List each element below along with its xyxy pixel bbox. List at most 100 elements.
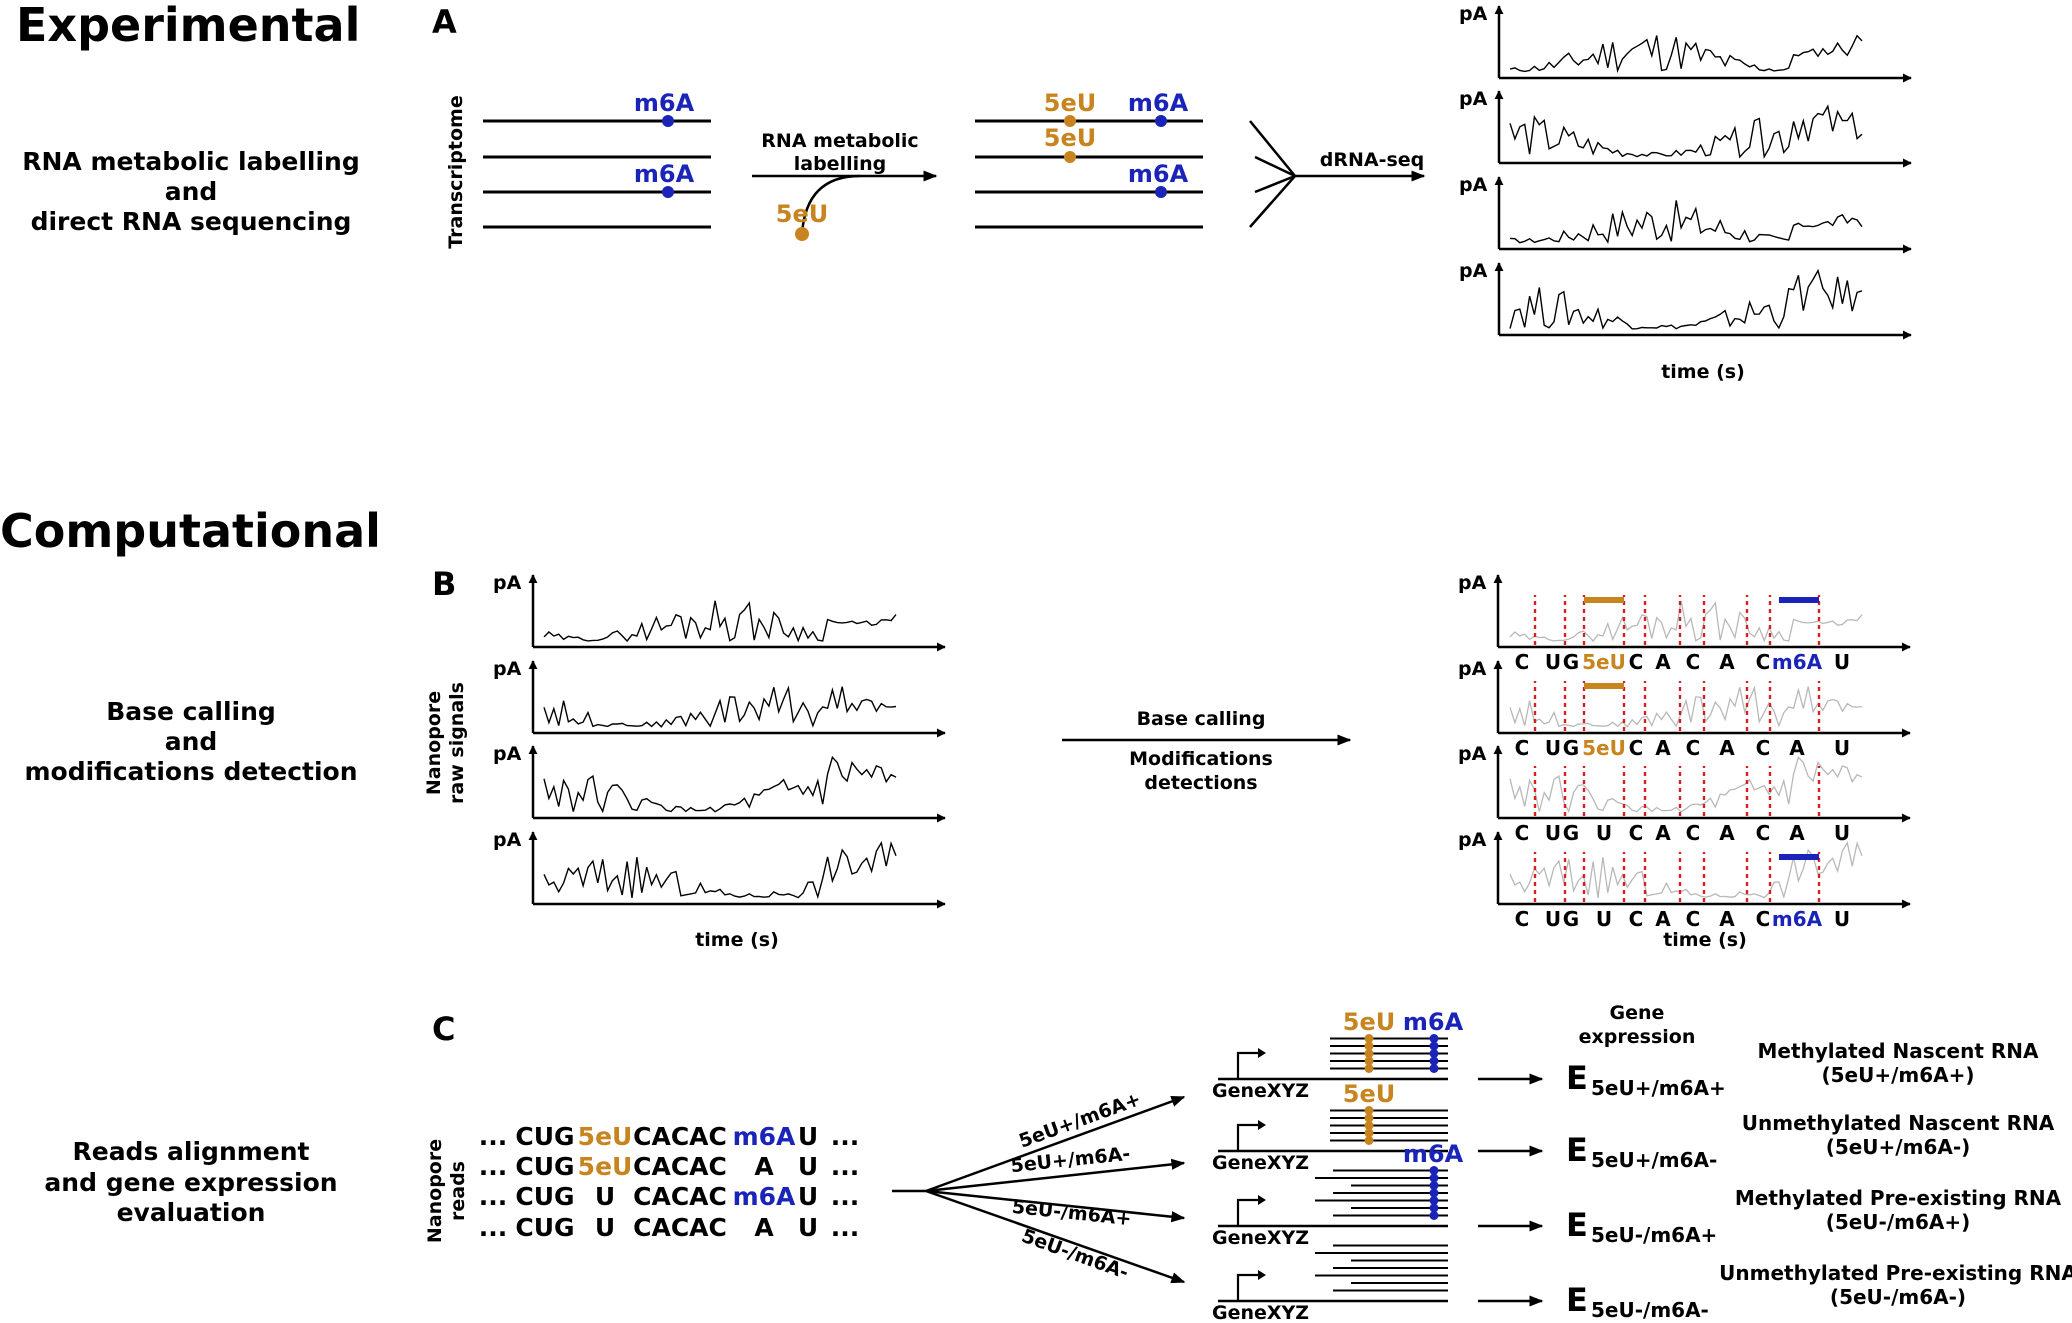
m6a-mark bbox=[1429, 1041, 1439, 1051]
base-label: G bbox=[1563, 821, 1579, 845]
signal-trace bbox=[1509, 268, 1863, 330]
signal-plot: pA bbox=[493, 743, 946, 823]
m6a-dot bbox=[662, 115, 674, 127]
read-segment: ... bbox=[479, 1122, 508, 1151]
m6a-dot bbox=[1155, 115, 1167, 127]
panel-a-desc-1: RNA metabolic labelling bbox=[22, 147, 359, 176]
base-label: U bbox=[1596, 821, 1612, 845]
drna-seq-label: dRNA-seq bbox=[1320, 149, 1425, 171]
eu-mark bbox=[1364, 1128, 1374, 1138]
base-label: U bbox=[1545, 736, 1561, 760]
base-label: C bbox=[1629, 821, 1644, 845]
modifications-label-2: detections bbox=[1144, 772, 1257, 794]
transcriptome-label: Transcriptome bbox=[445, 95, 467, 248]
signal-trace bbox=[543, 600, 897, 643]
base-label: C bbox=[1756, 650, 1771, 674]
reads-label-1: Nanopore bbox=[424, 1139, 446, 1243]
base-label: A bbox=[1655, 736, 1671, 760]
eu-label: 5eU bbox=[776, 200, 828, 228]
eu-mark bbox=[1364, 1106, 1374, 1115]
base-calling-label: Base calling bbox=[1137, 708, 1266, 730]
y-axis-label: pA bbox=[493, 829, 522, 851]
signal-trace bbox=[1509, 104, 1863, 159]
eu-mark bbox=[1364, 1113, 1374, 1123]
rna-class-code: (5eU+/m6A+) bbox=[1821, 1063, 1974, 1087]
base-label: U bbox=[1834, 907, 1850, 931]
panel-a: A RNA metabolic labelling and direct RNA… bbox=[22, 3, 1912, 383]
eu-mark bbox=[1364, 1121, 1374, 1130]
section-experimental: Experimental bbox=[16, 0, 360, 52]
gene-name: GeneXYZ bbox=[1212, 1152, 1309, 1174]
m6a-mark bbox=[1429, 1173, 1439, 1183]
read-segment: ... bbox=[479, 1182, 508, 1211]
base-label: G bbox=[1563, 736, 1579, 760]
eu-label: 5eU bbox=[1343, 1080, 1395, 1108]
gene-name: GeneXYZ bbox=[1212, 1302, 1309, 1323]
read-segment: ... bbox=[479, 1213, 508, 1242]
rna-class-code: (5eU-/m6A+) bbox=[1826, 1210, 1971, 1234]
read-segment: A bbox=[754, 1213, 774, 1242]
expression-symbol: E bbox=[1566, 1131, 1588, 1169]
base-label: A bbox=[1789, 736, 1805, 760]
expression-symbol: E bbox=[1566, 1281, 1588, 1319]
promoter-arrow-head bbox=[1258, 1120, 1266, 1130]
eu-mark bbox=[1364, 1056, 1374, 1066]
promoter-arrow bbox=[1236, 1198, 1262, 1226]
expression-subscript: 5eU-/m6A+ bbox=[1591, 1223, 1717, 1247]
m6a-dot bbox=[1155, 186, 1167, 198]
rna-class-name: Methylated Pre-existing RNA bbox=[1735, 1186, 2062, 1210]
signal-plot: pA bbox=[493, 572, 946, 652]
base-label: C bbox=[1686, 821, 1701, 845]
base-label: C bbox=[1515, 907, 1530, 931]
classification-fan bbox=[892, 1095, 1186, 1284]
panel-a-x-label: time (s) bbox=[1661, 361, 1745, 383]
m6a-label: m6A bbox=[634, 89, 695, 117]
read-segment: CUG bbox=[515, 1152, 574, 1181]
base-label: C bbox=[1515, 821, 1530, 845]
m6a-mark bbox=[1429, 1211, 1439, 1220]
promoter-arrow bbox=[1236, 1273, 1262, 1301]
m6a-mark bbox=[1429, 1064, 1439, 1073]
read-segment: m6A bbox=[733, 1182, 796, 1211]
base-label: C bbox=[1686, 650, 1701, 674]
base-label: 5eU bbox=[1582, 736, 1626, 760]
m6a-label: m6A bbox=[1403, 1008, 1464, 1036]
base-label: C bbox=[1686, 907, 1701, 931]
base-label: C bbox=[1629, 650, 1644, 674]
m6a-mark bbox=[1429, 1203, 1439, 1213]
expression-subscript: 5eU+/m6A- bbox=[1591, 1148, 1717, 1172]
base-label: 5eU bbox=[1582, 650, 1626, 674]
base-label: A bbox=[1789, 821, 1805, 845]
signal-plot: pA bbox=[1459, 3, 1912, 83]
base-label: C bbox=[1629, 907, 1644, 931]
promoter-arrow-head bbox=[1258, 1048, 1266, 1058]
base-label: A bbox=[1719, 907, 1735, 931]
gene-expression-header-1: Gene bbox=[1610, 1002, 1665, 1024]
eu-mark bbox=[1364, 1064, 1374, 1073]
base-label: C bbox=[1756, 821, 1771, 845]
expression-subscript: 5eU-/m6A- bbox=[1591, 1298, 1709, 1322]
gene-locus: GeneXYZ bbox=[1212, 1244, 1448, 1323]
y-axis-label: pA bbox=[493, 743, 522, 765]
y-axis-label: pA bbox=[1459, 174, 1488, 196]
signal-trace bbox=[543, 685, 897, 728]
branch-label: 5eU-/m6A- bbox=[1019, 1225, 1132, 1284]
base-label: A bbox=[1655, 821, 1671, 845]
base-label: A bbox=[1719, 650, 1735, 674]
drna-seq-fan bbox=[1249, 120, 1296, 228]
rna-class-code: (5eU-/m6A-) bbox=[1830, 1285, 1966, 1309]
promoter-arrow bbox=[1236, 1051, 1262, 1079]
read-segment: U bbox=[798, 1213, 818, 1242]
panel-c-desc-1: Reads alignment bbox=[72, 1137, 309, 1166]
m6a-mark bbox=[1429, 1181, 1439, 1190]
